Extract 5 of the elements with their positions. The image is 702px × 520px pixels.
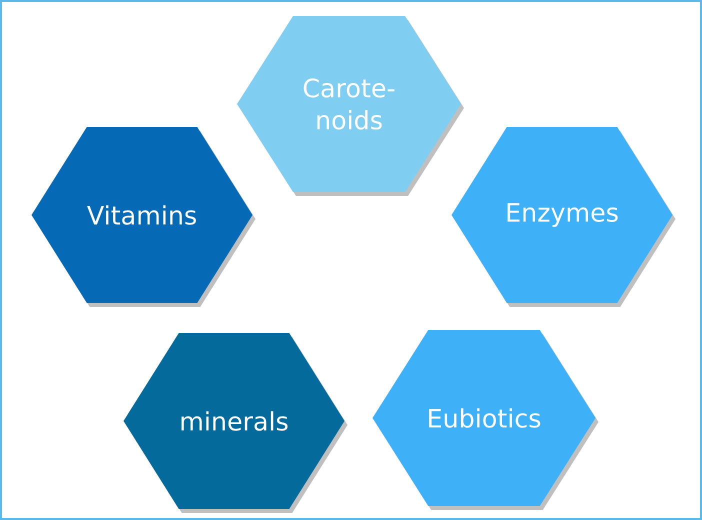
hexagon: Carote- noids <box>237 16 464 196</box>
hexagon: minerals <box>124 333 348 513</box>
hexagon: Vitamins <box>32 127 256 307</box>
hexagon: Enzymes <box>452 127 676 307</box>
hexagon: Eubiotics <box>372 330 598 510</box>
